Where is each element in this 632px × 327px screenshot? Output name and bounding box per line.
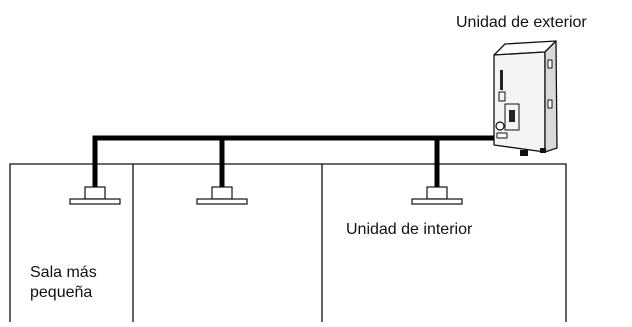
room-smallest (9, 163, 134, 322)
smallest-room-label-line1: Sala más (30, 264, 97, 281)
refrigerant-piping (92, 135, 504, 187)
indoor-unit-2 (196, 186, 248, 205)
indoor-unit-3 (411, 186, 463, 205)
outdoor-unit (493, 40, 558, 156)
indoor-unit-1 (69, 186, 121, 205)
main-pipe (92, 135, 504, 187)
rooms (9, 163, 567, 322)
smallest-room-label-line2: pequeña (30, 284, 93, 301)
outdoor-unit-side (544, 40, 558, 153)
smallest-room-label: Sala más pequeña (30, 263, 97, 303)
room-large (322, 163, 567, 322)
outdoor-unit-label: Unidad de exterior (456, 14, 587, 31)
indoor-unit-label: Unidad de interior (346, 221, 473, 238)
